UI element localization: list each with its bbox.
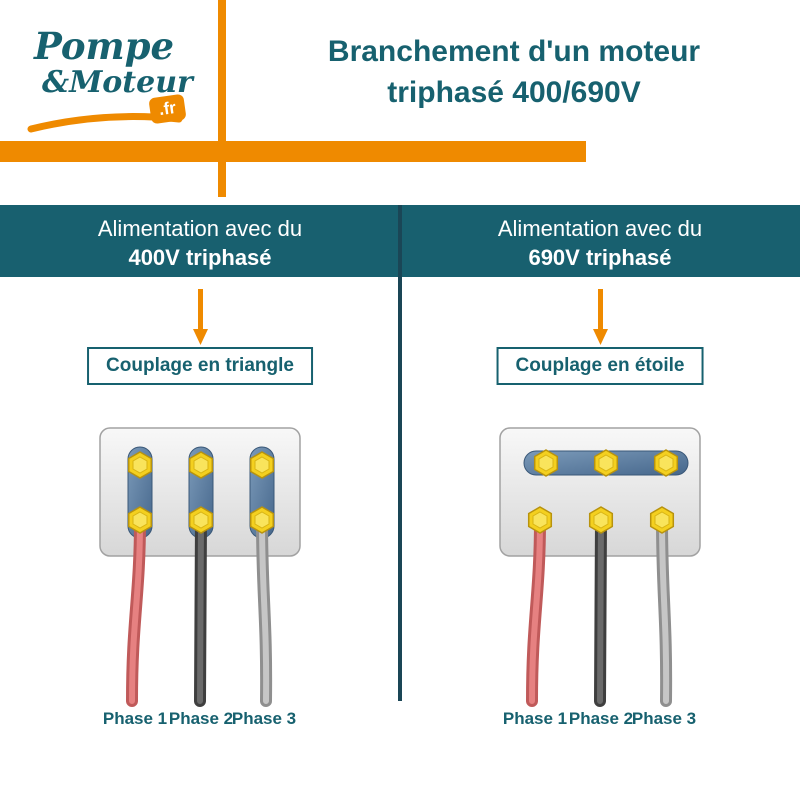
supply-band-line2: 400V triphasé [128,245,272,270]
wire-phase2-highlight [197,517,204,704]
header-vertical-divider [218,0,226,197]
supply-band-690v: Alimentation avec du 690V triphasé [400,205,800,277]
terminal-nut-icon [249,451,275,479]
terminal-nut-icon [649,506,675,534]
supply-band-line2: 690V triphasé [528,245,672,270]
supply-band-400v: Alimentation avec du 400V triphasé [0,205,400,277]
phase-labels: Phase 1 Phase 2 Phase 3 [0,709,400,733]
phase1-label: Phase 1 [502,709,568,728]
terminal-nut-icon [593,449,619,477]
terminal-nut-icon [249,506,275,534]
logo-word-pompe: Pompe [34,24,175,68]
logo-fr-badge: .fr [148,93,187,125]
down-arrow-icon [593,289,608,345]
phase3-label: Phase 3 [631,709,697,728]
terminal-nut-icon [653,449,679,477]
wire-phase3-highlight [259,517,270,704]
coupling-label-triangle: Couplage en triangle [87,347,313,385]
phase3-label: Phase 3 [231,709,297,728]
terminal-nut-icon [188,506,214,534]
supply-band-line1: Alimentation avec du [97,216,303,241]
terminal-nut-icon [127,506,153,534]
header-orange-bar [0,141,586,162]
wire-phase3-highlight [659,517,670,704]
column-690v-etoile: Alimentation avec du 690V triphasé Coupl… [400,205,800,800]
center-column-divider [398,205,402,701]
wire-phase2-highlight [597,517,604,704]
phase2-label: Phase 2 [568,709,634,728]
wire-phase1-highlight [529,517,543,704]
terminal-block-triangle [99,427,301,707]
logo: Pompe &Moteur .fr [26,24,241,144]
wire-phase1-highlight [129,517,143,704]
terminal-nut-icon [588,506,614,534]
coupling-label-etoile: Couplage en étoile [496,347,704,385]
page-title-line2: triphasé 400/690V [387,75,641,109]
terminal-block-etoile [499,427,701,707]
supply-band-line1: Alimentation avec du [497,216,703,241]
phase2-label: Phase 2 [168,709,234,728]
page-title: Branchement d'un moteur triphasé 400/690… [236,32,792,113]
terminal-nut-icon [188,451,214,479]
terminal-nut-icon [527,506,553,534]
phase1-label: Phase 1 [102,709,168,728]
page-title-line1: Branchement d'un moteur [327,35,701,68]
terminal-nut-icon [127,451,153,479]
phase-labels: Phase 1 Phase 2 Phase 3 [400,709,800,733]
logo-word-moteur: &Moteur [42,65,193,100]
terminal-nut-icon [533,449,559,477]
column-400v-triangle: Alimentation avec du 400V triphasé Coupl… [0,205,400,800]
down-arrow-icon [193,289,208,345]
